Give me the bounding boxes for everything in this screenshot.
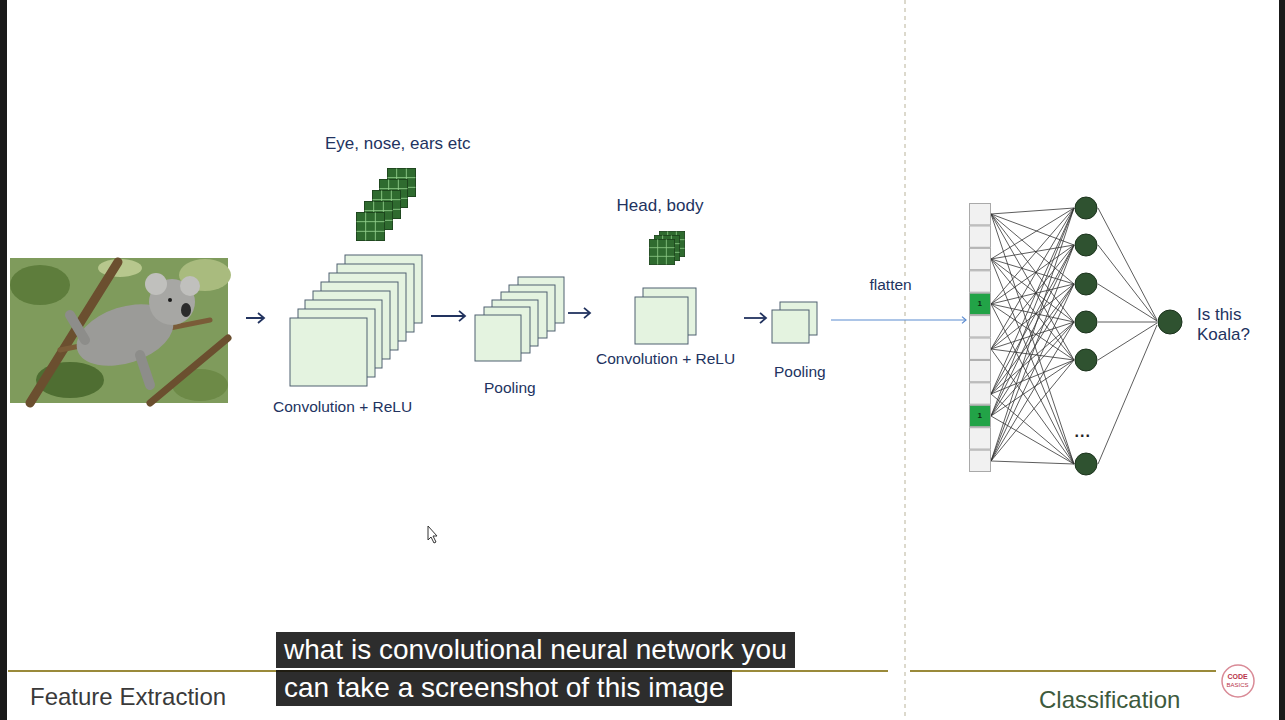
vector-cell <box>970 405 991 426</box>
flattened-vector: 11 <box>969 203 991 472</box>
section-title: Feature Extraction <box>30 683 226 712</box>
vector-cell <box>970 383 991 404</box>
connector-line <box>744 317 766 319</box>
connector-line <box>831 319 966 320</box>
vector-cell <box>970 338 991 359</box>
frame-edge <box>0 0 7 720</box>
connector-arrow <box>431 311 465 321</box>
conv-relu-layer: Convolution + ReLU <box>594 288 738 371</box>
layer-label: Convolution + ReLU <box>273 398 412 417</box>
section-divider <box>905 0 906 720</box>
neuron-circle <box>1157 309 1183 335</box>
ellipsis-mark: ... <box>1075 422 1091 441</box>
pooling-layer: Pooling <box>772 302 828 384</box>
frame-edge <box>1279 0 1285 720</box>
conv-relu-layer: Convolution + ReLU <box>271 255 421 419</box>
connector-line <box>431 315 465 317</box>
vector-cell <box>970 360 991 381</box>
logo-text: BASICS <box>1227 682 1249 689</box>
feature-caption: Head, body <box>617 196 704 216</box>
hidden-neurons <box>1075 197 1097 475</box>
cell-value: 1 <box>978 411 982 421</box>
connector-arrow <box>744 313 766 323</box>
logo-text: CODE <box>1228 673 1248 681</box>
section-rule <box>910 670 1216 672</box>
dense-connections <box>991 208 1157 464</box>
connector-line <box>568 312 590 314</box>
arrow-head <box>459 311 465 321</box>
filter-stack <box>649 231 684 264</box>
feature-map-stack <box>290 255 422 386</box>
vector-cell <box>970 271 991 292</box>
arrow-head <box>962 317 966 324</box>
video-subtitle: what is convolutional neural network you <box>276 632 795 668</box>
vector-cell <box>970 226 991 247</box>
pooling-layer: Pooling <box>475 277 564 400</box>
feature-map-stack <box>635 288 696 344</box>
arrow-head <box>584 308 590 318</box>
layer-label: Convolution + ReLU <box>596 350 735 369</box>
vector-cells <box>969 203 991 472</box>
section-title: Classification <box>1039 686 1180 715</box>
arrow-head <box>760 313 766 323</box>
vector-cell <box>970 428 991 449</box>
video-subtitle: can take a screenshot of this image <box>276 670 732 706</box>
filter-stack <box>356 168 415 240</box>
vector-cell <box>970 248 991 269</box>
feature-map-stack <box>475 277 564 361</box>
vector-cell <box>970 204 991 225</box>
neuron-circle <box>1158 310 1182 334</box>
connector-arrow <box>831 317 966 324</box>
output-neuron: Is this Koala? <box>1157 305 1252 346</box>
cell-value: 1 <box>978 299 982 309</box>
vector-cell <box>970 316 991 337</box>
feature-map-stack <box>772 302 817 343</box>
channel-logo <box>1222 665 1254 697</box>
vector-cell <box>970 293 991 314</box>
koala-photo <box>10 258 231 403</box>
layer-label: Pooling <box>774 363 826 382</box>
output-label: Is this Koala? <box>1197 305 1252 346</box>
feature-caption: Eye, nose, ears etc <box>325 134 471 154</box>
connector-arrow <box>568 308 590 318</box>
input-arrow <box>246 313 264 323</box>
vector-cell <box>970 450 991 471</box>
edge-label: flatten <box>867 276 915 295</box>
mouse-cursor <box>428 526 437 543</box>
layer-label: Pooling <box>484 379 536 398</box>
